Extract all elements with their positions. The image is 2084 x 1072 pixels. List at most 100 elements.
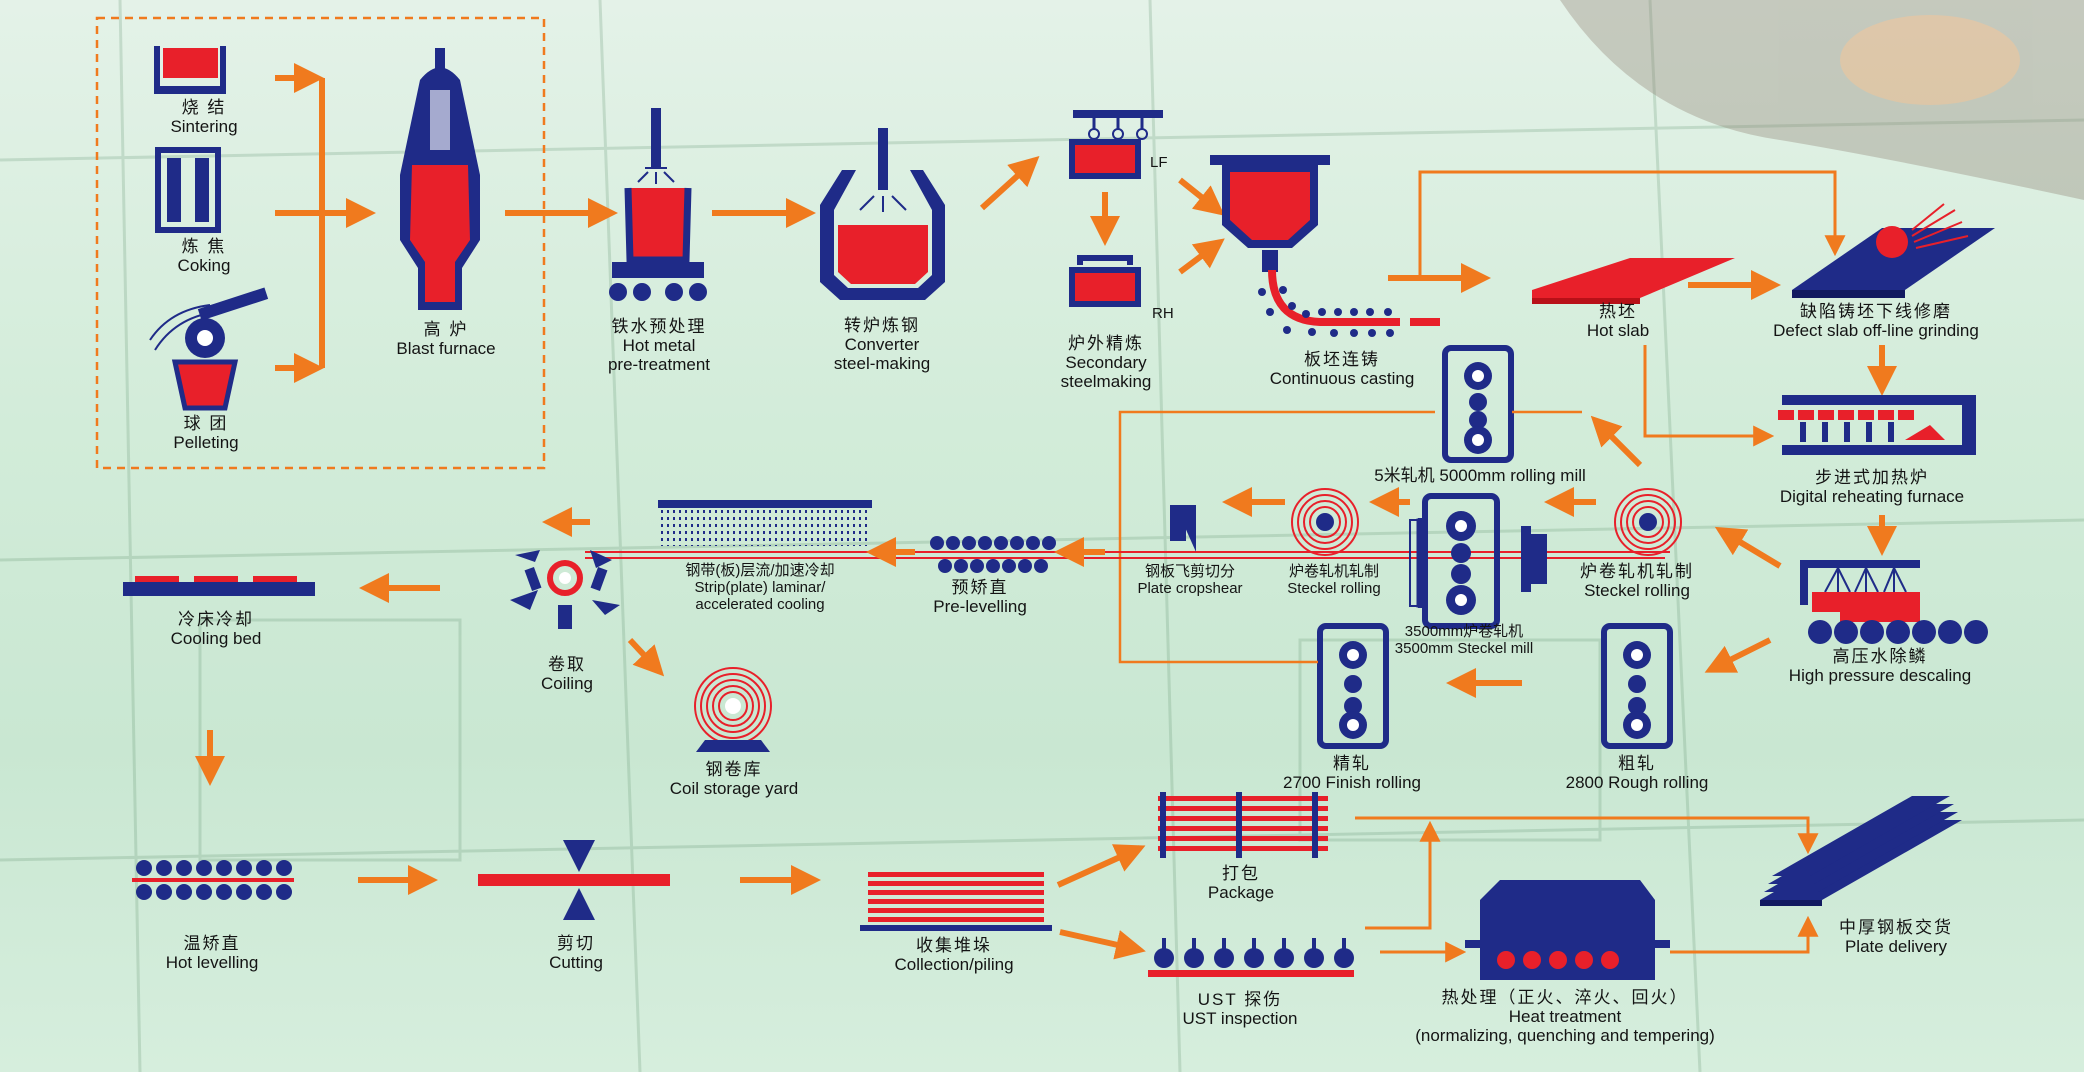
steckel-coil-left-icon (1291, 488, 1359, 556)
piled-plate (868, 890, 1044, 895)
sintering-icon (154, 46, 226, 94)
hot-metal-pretreatment-icon (609, 108, 707, 301)
cutting-icon (478, 840, 670, 920)
lf-icon (1069, 110, 1163, 179)
arrow-descaling-to-rough (1704, 637, 1772, 673)
packaged-plate (1158, 806, 1328, 811)
arrow-rh-to-casting (1178, 238, 1225, 275)
blast-furnace-icon (400, 48, 480, 310)
laminar-cooling-icon (658, 500, 872, 546)
cooling-bed-icon (123, 576, 315, 596)
arrow-descaling-to-steckel (1714, 526, 1782, 569)
ust-probe (1184, 948, 1204, 968)
arrow-converter-to-lf (979, 155, 1040, 211)
hot-levelling-icon (132, 860, 294, 900)
hot-slab-icon (1532, 258, 1735, 304)
coil-storage-icon (694, 667, 772, 752)
continuous-casting-icon (1210, 155, 1440, 337)
route-heattreatment-to-delivery (1670, 915, 1819, 954)
packaged-plate (1158, 836, 1328, 841)
prelevelling-icon (930, 536, 1056, 573)
ust-probe-stem (1342, 938, 1346, 950)
packaged-plate (1158, 846, 1328, 851)
piled-plate (868, 899, 1044, 904)
ust-probe-stem (1252, 938, 1256, 950)
ust-probe (1244, 948, 1264, 968)
ust-probe (1154, 948, 1174, 968)
ust-probe-stem (1222, 938, 1226, 950)
tag-lf: LF (1150, 154, 1168, 171)
plate-delivery-icon (1760, 796, 1962, 906)
ust-probe-stem (1162, 938, 1166, 950)
rh-icon (1069, 255, 1141, 307)
ust-probe-stem (1192, 938, 1196, 950)
cropshear-icon (1170, 505, 1196, 552)
package-icon (1158, 792, 1328, 858)
packaged-plate (1158, 826, 1328, 831)
piled-plate (868, 917, 1044, 922)
route-casting-to-grinding-top (1418, 170, 1846, 275)
ust-probe-stem (1312, 938, 1316, 950)
steckel-mill-icon (1409, 493, 1547, 629)
arrow-coiling-to-storage (627, 637, 665, 677)
ust-inspection-icon (1148, 938, 1354, 977)
label-mill-5000: 5米轧机 5000mm rolling mill (1374, 466, 1586, 485)
rough-rolling-icon (1601, 623, 1673, 749)
coking-icon (155, 147, 221, 233)
converter-icon (820, 128, 945, 300)
packaged-plate (1158, 816, 1328, 821)
ust-probe-stem (1282, 938, 1286, 950)
mill-5000-icon (1442, 345, 1514, 463)
ust-probe (1214, 948, 1234, 968)
ust-probe (1334, 948, 1354, 968)
steckel-coil-right-icon (1614, 488, 1682, 556)
route-package-to-delivery (1355, 816, 1819, 855)
arrow-collection-to-ust (1059, 929, 1146, 960)
ust-probe (1274, 948, 1294, 968)
tag-rh: RH (1152, 305, 1174, 322)
finish-rolling-icon (1317, 623, 1389, 749)
piled-plate (868, 881, 1044, 886)
piled-plate (868, 872, 1044, 877)
pelleting-icon (149, 287, 269, 411)
defect-slab-grinding-icon (1792, 203, 1995, 298)
collection-piling-icon (860, 872, 1052, 931)
label-heat-treatment: 热处理（正火、淬火、回火）Heat treatment(normalizing,… (1415, 988, 1715, 1046)
heat-treatment-icon (1465, 880, 1670, 980)
ust-probe (1304, 948, 1324, 968)
route-ust-to-package (1365, 820, 1441, 930)
raw-material-arrows (275, 63, 376, 383)
piled-plate (868, 908, 1044, 913)
packaged-plate (1158, 796, 1328, 801)
